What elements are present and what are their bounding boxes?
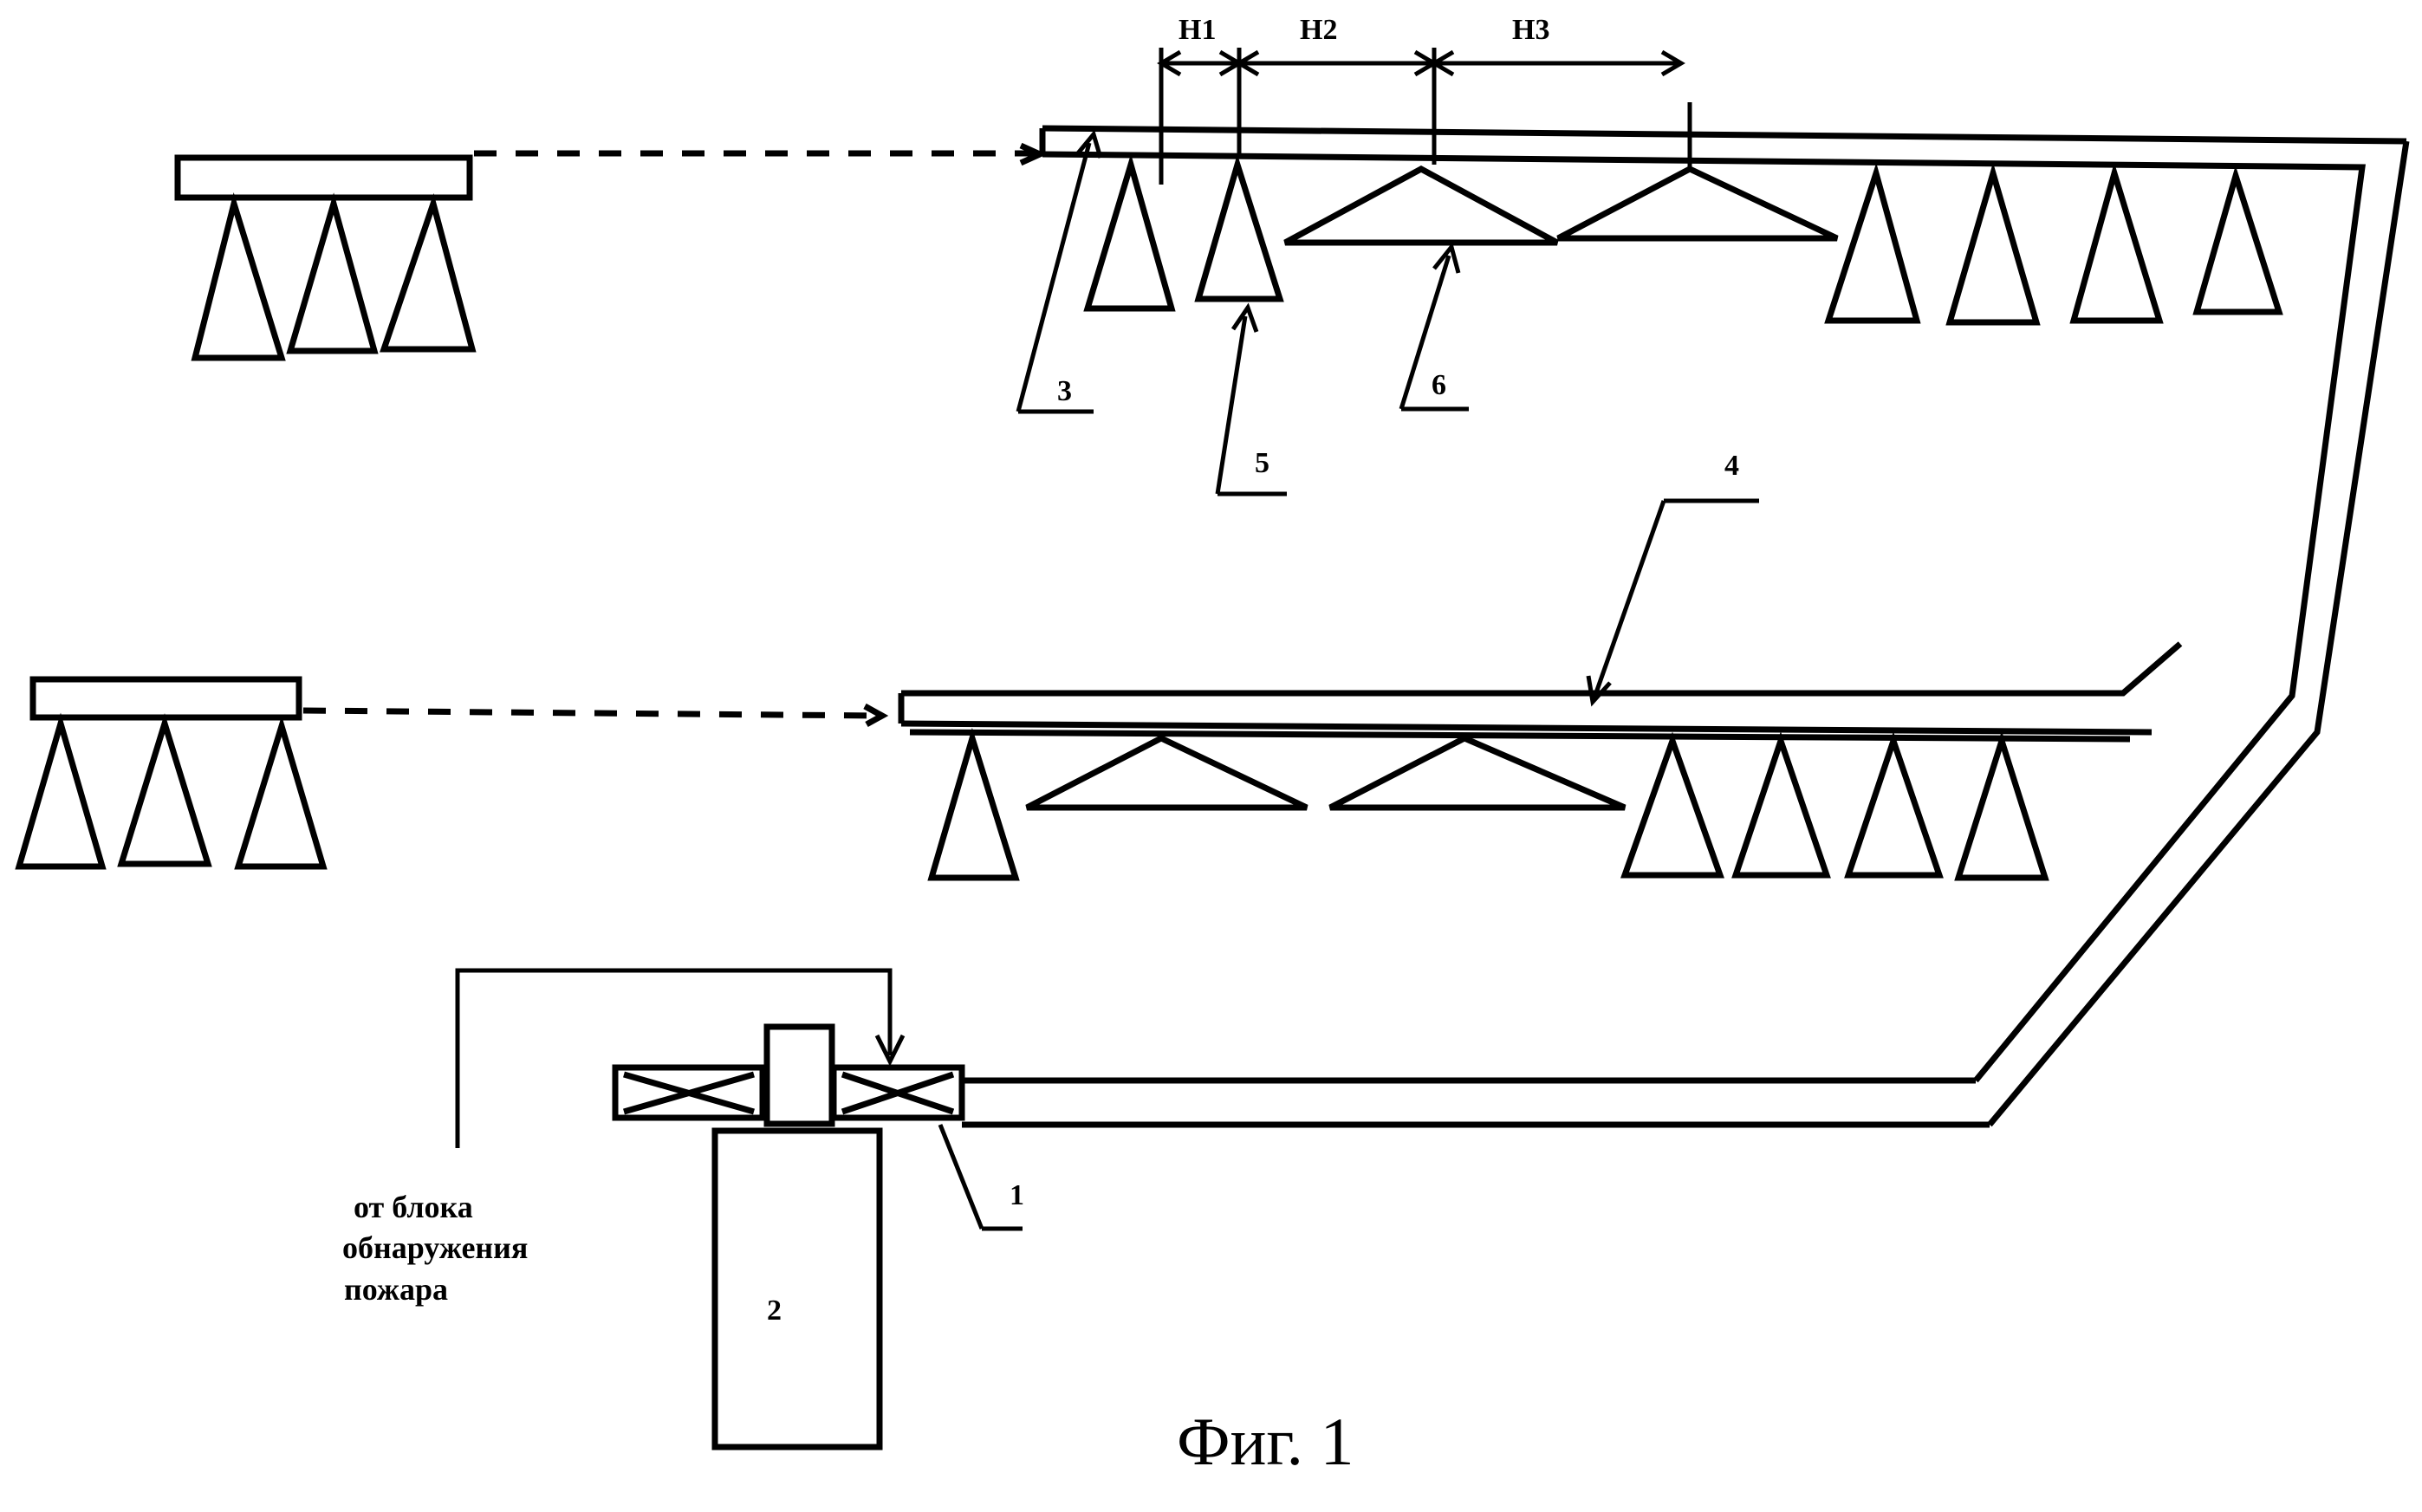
lower-nozzles <box>932 738 2045 878</box>
lower-pipe <box>901 644 2180 739</box>
dimension-h1: H1 <box>1179 14 1216 46</box>
upper-remote-section <box>178 146 1040 358</box>
note-line-1: от блока <box>354 1190 473 1224</box>
signal-line <box>458 970 903 1148</box>
figure-caption: Фиг. 1 <box>1177 1404 1354 1479</box>
label-5: 5 <box>1255 447 1269 479</box>
label-2: 2 <box>767 1295 782 1327</box>
nozzle-5 <box>1198 165 1280 299</box>
note-line-3: пожара <box>344 1272 448 1307</box>
label-6: 6 <box>1432 369 1446 401</box>
label-3: 3 <box>1057 375 1072 407</box>
upper-pipe <box>1042 128 2406 1125</box>
wide-nozzle-6 <box>1285 169 1557 243</box>
reference-leaders: 3 5 6 4 1 <box>940 134 1759 1229</box>
lower-remote-section <box>19 679 882 866</box>
dimension-h3: H3 <box>1512 14 1549 46</box>
tank: 2 <box>715 1131 880 1447</box>
dimension-h2: H2 <box>1300 14 1337 46</box>
upper-nozzles <box>1088 165 2279 322</box>
fire-detection-note: от блока обнаружения пожара <box>342 1190 528 1307</box>
note-line-2: обнаружения <box>342 1230 528 1265</box>
label-4: 4 <box>1724 450 1739 482</box>
valve-assembly <box>615 1027 962 1124</box>
feed-pipe <box>962 1080 1990 1125</box>
label-1: 1 <box>1010 1179 1024 1211</box>
